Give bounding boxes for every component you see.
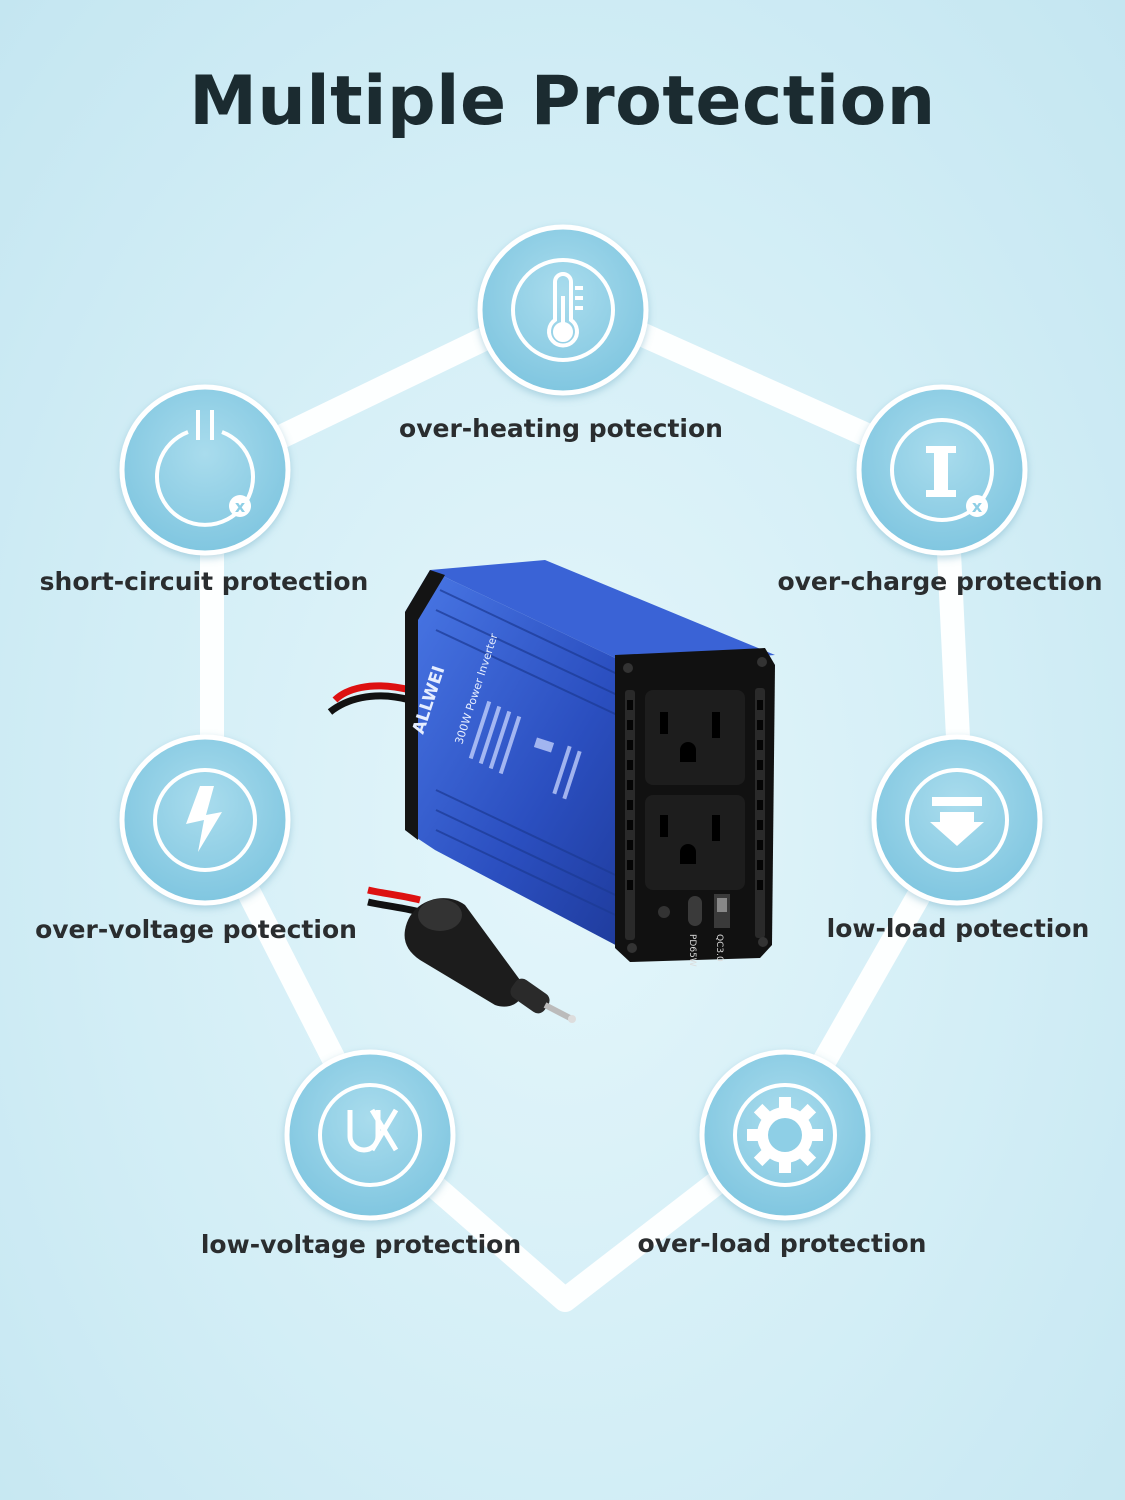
arrow-down-icon bbox=[905, 768, 1009, 872]
car-plug bbox=[404, 898, 576, 1023]
usb-a-label: QC3.0 bbox=[714, 934, 724, 962]
ac-outlet-bottom bbox=[645, 795, 745, 890]
short-circuit-icon: x bbox=[155, 410, 255, 527]
lightning-icon bbox=[153, 768, 257, 872]
label-over-charge: over-charge protection bbox=[777, 567, 1103, 596]
current-x-icon: x bbox=[890, 418, 994, 522]
feature-circle-short-circuit: x bbox=[119, 384, 291, 556]
feature-circle-current: x bbox=[856, 384, 1028, 556]
feature-circle-low-voltage bbox=[284, 1049, 456, 1221]
label-short-circuit: short-circuit protection bbox=[39, 567, 369, 596]
usb-c-label: PD65W bbox=[687, 934, 697, 967]
label-over-voltage: over-voltage potection bbox=[35, 915, 357, 944]
feature-circle-gear bbox=[699, 1049, 871, 1221]
gear-icon bbox=[733, 1083, 837, 1187]
low-voltage-icon bbox=[318, 1083, 422, 1187]
shield-outline bbox=[200, 289, 974, 1312]
thermometer-icon bbox=[511, 258, 615, 362]
feature-circle-thermometer bbox=[477, 224, 649, 396]
svg-text:x: x bbox=[235, 497, 246, 516]
label-over-load: over-load protection bbox=[637, 1229, 927, 1258]
svg-text:x: x bbox=[972, 497, 983, 516]
label-over-heating: over-heating potection bbox=[399, 414, 723, 443]
feature-circle-arrow bbox=[871, 734, 1043, 906]
label-low-voltage: low-voltage protection bbox=[200, 1230, 522, 1259]
ac-outlet-top bbox=[645, 690, 745, 785]
feature-circle-lightning bbox=[119, 734, 291, 906]
label-low-load: low-load potection bbox=[826, 914, 1090, 943]
page-title: Multiple Protection bbox=[189, 62, 936, 141]
power-inverter-image: ALLWEI 300W Power Inverter bbox=[327, 560, 775, 1023]
